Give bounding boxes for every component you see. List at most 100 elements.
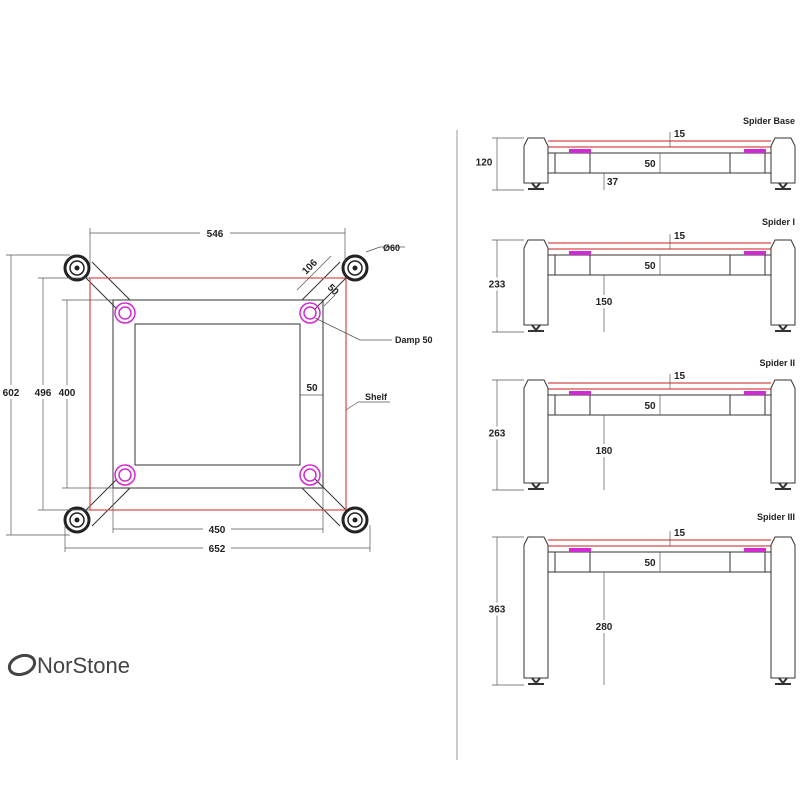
- clearance-label: 150: [596, 297, 613, 308]
- shelf-thickness-label: 15: [674, 231, 686, 242]
- spike-foot: [528, 182, 544, 190]
- foot-ring: [69, 260, 85, 276]
- side-view-title: Spider I: [762, 217, 795, 227]
- foot: [341, 506, 369, 534]
- frame-inner: [134, 323, 301, 466]
- damper-inner: [303, 468, 317, 482]
- leg: [770, 239, 796, 326]
- shelf-label: Shelf: [365, 392, 388, 402]
- damper-inner: [303, 306, 317, 320]
- damper: [569, 149, 591, 153]
- leg: [523, 137, 549, 184]
- side-view: 233 50 15 150 Spider I: [488, 217, 796, 333]
- frame: [547, 152, 772, 174]
- label-bg: [488, 426, 506, 440]
- damper: [744, 251, 766, 255]
- frame: [547, 254, 772, 276]
- spike-foot: [775, 182, 791, 190]
- foot-ring: [347, 512, 363, 528]
- dim-602: 602: [3, 388, 20, 399]
- frame-bracket: [554, 254, 591, 276]
- side-views: 120 50 15 37 Spider Base 233 50 15 150 Spider I 26…: [476, 116, 796, 686]
- damper: [744, 548, 766, 552]
- foot-center: [74, 517, 80, 523]
- leg: [523, 536, 549, 679]
- leg: [770, 137, 796, 184]
- damper-outer: [114, 464, 136, 486]
- shelf-outline: [89, 277, 347, 511]
- foot: [63, 506, 91, 534]
- height-label: 263: [489, 429, 506, 440]
- frame-height-label: 50: [644, 159, 656, 170]
- dim-496: 496: [35, 388, 52, 399]
- damper: [569, 251, 591, 255]
- clearance-label: 37: [607, 177, 619, 188]
- foot: [63, 254, 91, 282]
- damper: [114, 302, 136, 324]
- side-view-title: Spider III: [757, 512, 795, 522]
- damper-outer: [299, 302, 321, 324]
- spike-foot: [775, 482, 791, 490]
- damper: [744, 149, 766, 153]
- dim-652: 652: [209, 544, 226, 555]
- frame: [547, 551, 772, 573]
- shelf-thickness-label: 15: [674, 129, 686, 140]
- frame-bracket: [554, 152, 591, 174]
- frame-height-label: 50: [644, 261, 656, 272]
- top-view: 546 602 496 400 450 652 50 106 50 Ø60 Da…: [2, 226, 433, 555]
- dim-106: 106: [300, 257, 320, 277]
- foot: [341, 254, 369, 282]
- damper: [114, 464, 136, 486]
- spike-foot: [775, 677, 791, 685]
- dim-546: 546: [207, 229, 224, 240]
- damper-inner: [118, 306, 132, 320]
- damper-outer: [299, 464, 321, 486]
- clearance-label: 280: [596, 622, 613, 633]
- spike-foot: [528, 677, 544, 685]
- logo-text: NorStone: [37, 653, 130, 678]
- foot-center: [352, 265, 358, 271]
- damper: [299, 464, 321, 486]
- foot-diameter-label: Ø60: [383, 243, 400, 253]
- spike-foot: [775, 324, 791, 332]
- side-view: 120 50 15 37 Spider Base: [476, 116, 796, 191]
- height-label: 233: [489, 280, 506, 291]
- leg: [770, 379, 796, 484]
- label-bg: [592, 444, 616, 457]
- frame-height-label: 50: [644, 401, 656, 412]
- foot-ring: [347, 260, 363, 276]
- spike-foot: [528, 324, 544, 332]
- label-bg: [488, 602, 506, 616]
- norstone-logo: NorStone: [7, 653, 130, 678]
- frame-bracket: [729, 152, 766, 174]
- spike-foot: [528, 482, 544, 490]
- shelf-thickness-label: 15: [674, 371, 686, 382]
- side-view-title: Spider II: [759, 358, 795, 368]
- dim-400: 400: [59, 388, 76, 399]
- label-bg: [488, 277, 506, 291]
- frame-bracket: [729, 254, 766, 276]
- frame-bracket: [554, 394, 591, 416]
- shelf-thickness-label: 15: [674, 528, 686, 539]
- frame-bracket: [729, 551, 766, 573]
- damper: [299, 302, 321, 324]
- damper-inner: [118, 468, 132, 482]
- side-view-title: Spider Base: [743, 116, 795, 126]
- label-bg: [592, 620, 616, 633]
- damper: [744, 391, 766, 395]
- dim-50-arm: 50: [325, 282, 341, 298]
- leg: [523, 239, 549, 326]
- dim-50-frame: 50: [306, 383, 318, 394]
- damp-label: Damp 50: [395, 335, 433, 345]
- damper-outer: [114, 302, 136, 324]
- foot-center: [352, 517, 358, 523]
- height-label: 120: [476, 158, 493, 169]
- foot-ring: [69, 512, 85, 528]
- frame-bracket: [554, 551, 591, 573]
- leg: [770, 536, 796, 679]
- height-label: 363: [489, 605, 506, 616]
- clearance-label: 180: [596, 446, 613, 457]
- frame-outer: [112, 299, 324, 489]
